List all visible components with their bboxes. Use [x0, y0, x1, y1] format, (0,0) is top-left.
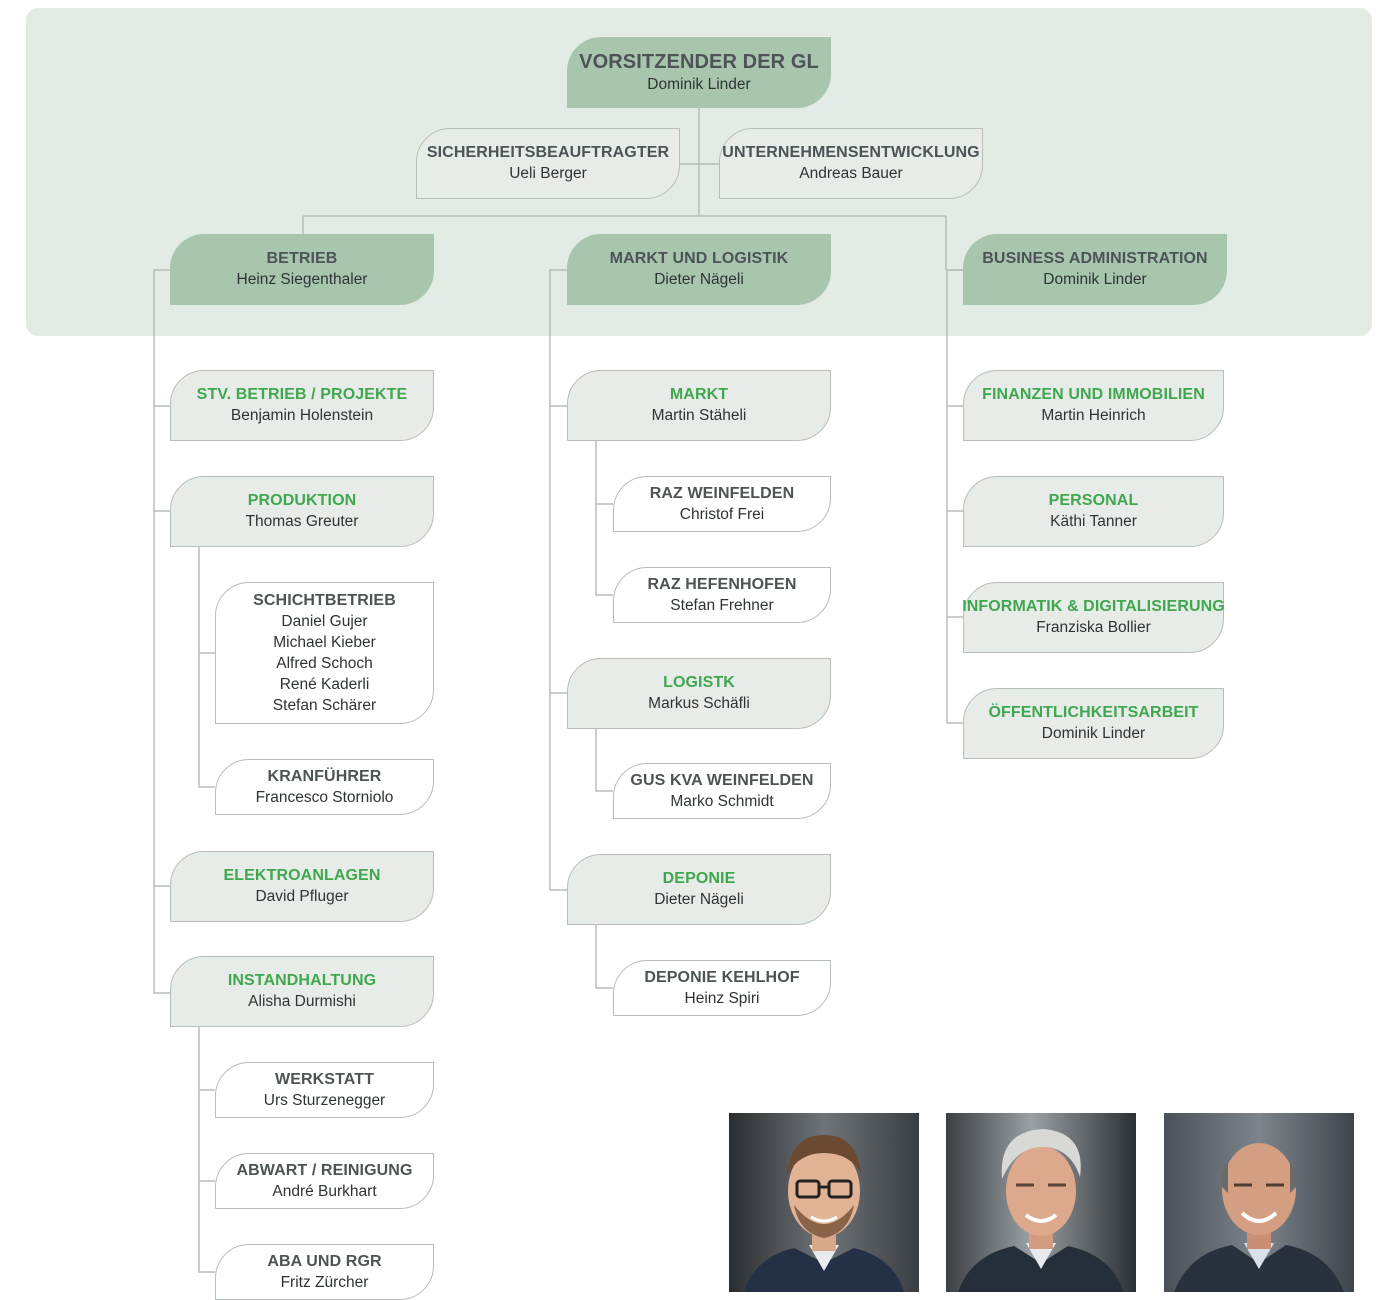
portrait-photo-2	[946, 1113, 1136, 1292]
unit-name: Thomas Greuter	[245, 513, 359, 530]
schicht-box: SCHICHTBETRIEB Daniel Gujer Michael Kieb…	[215, 582, 434, 724]
safety-officer-box: SICHERHEITSBEAUFTRAGTER Ueli Berger	[416, 128, 680, 199]
portrait-photo-3	[1164, 1113, 1354, 1292]
team-member: Urs Sturzenegger	[263, 1091, 386, 1109]
team-title: GUS KVA WEINFELDEN	[630, 771, 814, 789]
unit-name: Martin Stäheli	[651, 407, 747, 424]
team-title: RAZ HEFENHOFEN	[647, 575, 797, 593]
unit-title: PRODUKTION	[247, 492, 357, 509]
deponie-box: DEPONIE Dieter Nägeli	[567, 854, 831, 925]
division-admin-box: BUSINESS ADMINISTRATION Dominik Linder	[963, 234, 1227, 305]
instand-box: INSTANDHALTUNG Alisha Durmishi	[170, 956, 434, 1027]
team-member: Michael Kieber	[273, 633, 376, 651]
division-title: MARKT UND LOGISTIK	[609, 250, 789, 267]
gus-box: GUS KVA WEINFELDEN Marko Schmidt	[613, 763, 831, 819]
personal-box: PERSONAL Käthi Tanner	[963, 476, 1224, 547]
unit-title: INFORMATIK & DIGITALISIERUNG	[962, 598, 1225, 615]
werkstatt-box: WERKSTATT Urs Sturzenegger	[215, 1062, 434, 1118]
informatik-box: INFORMATIK & DIGITALISIERUNG Franziska B…	[962, 582, 1225, 653]
unit-name: Dieter Nägeli	[654, 891, 744, 908]
division-name: Dieter Nägeli	[654, 271, 744, 288]
portrait-photo-1	[729, 1113, 919, 1292]
unit-title: STV. BETRIEB / PROJEKTE	[196, 386, 408, 403]
team-member: Marko Schmidt	[670, 792, 774, 810]
team-title: SCHICHTBETRIEB	[253, 591, 396, 609]
team-title: ABWART / REINIGUNG	[236, 1161, 413, 1179]
unit-name: Martin Heinrich	[1041, 407, 1146, 424]
safety-officer-title: SICHERHEITSBEAUFTRAGTER	[426, 144, 670, 161]
team-member: André Burkhart	[272, 1182, 377, 1200]
aba-box: ABA UND RGR Fritz Zürcher	[215, 1244, 434, 1300]
team-member: Fritz Zürcher	[280, 1273, 369, 1291]
team-member: Daniel Gujer	[281, 612, 368, 630]
team-member: Christof Frei	[679, 505, 765, 523]
team-member: Stefan Frehner	[670, 596, 774, 614]
chair-title: VORSITZENDER DER GL	[579, 51, 819, 73]
unit-title: INSTANDHALTUNG	[227, 972, 377, 989]
development-name: Andreas Bauer	[799, 165, 903, 182]
unit-name: Käthi Tanner	[1050, 513, 1137, 530]
development-box: UNTERNEHMENSENTWICKLUNG Andreas Bauer	[719, 128, 983, 199]
team-member: Heinz Spiri	[684, 989, 760, 1007]
unit-name: Markus Schäfli	[648, 695, 750, 712]
oeffentlich-box: ÖFFENTLICHKEITSARBEIT Dominik Linder	[963, 688, 1224, 759]
stv-box: STV. BETRIEB / PROJEKTE Benjamin Holenst…	[170, 370, 434, 441]
division-title: BUSINESS ADMINISTRATION	[982, 250, 1208, 267]
unit-title: MARKT	[669, 386, 729, 403]
unit-title: FINANZEN UND IMMOBILIEN	[982, 386, 1205, 403]
unit-title: PERSONAL	[1048, 492, 1139, 509]
logistik-box: LOGISTK Markus Schäfli	[567, 658, 831, 729]
chair-box: VORSITZENDER DER GL Dominik Linder	[567, 37, 831, 108]
division-title: BETRIEB	[266, 250, 338, 267]
unit-name: David Pfluger	[255, 888, 349, 905]
team-member: Francesco Storniolo	[255, 788, 394, 806]
kran-box: KRANFÜHRER Francesco Storniolo	[215, 759, 434, 815]
markt-box: MARKT Martin Stäheli	[567, 370, 831, 441]
unit-name: Dominik Linder	[1041, 725, 1146, 742]
unit-title: ELEKTROANLAGEN	[223, 867, 381, 884]
unit-name: Franziska Bollier	[1036, 619, 1151, 636]
team-title: ABA UND RGR	[267, 1252, 382, 1270]
unit-title: DEPONIE	[662, 870, 736, 887]
kehlhof-box: DEPONIE KEHLHOF Heinz Spiri	[613, 960, 831, 1016]
raz-hefenhofen-box: RAZ HEFENHOFEN Stefan Frehner	[613, 567, 831, 623]
division-markt-box: MARKT UND LOGISTIK Dieter Nägeli	[567, 234, 831, 305]
team-title: WERKSTATT	[275, 1070, 374, 1088]
elektro-box: ELEKTROANLAGEN David Pfluger	[170, 851, 434, 922]
team-member: René Kaderli	[279, 675, 370, 693]
safety-officer-name: Ueli Berger	[509, 165, 587, 182]
division-name: Heinz Siegenthaler	[236, 271, 368, 288]
unit-name: Benjamin Holenstein	[230, 407, 374, 424]
chair-name: Dominik Linder	[647, 76, 751, 93]
unit-title: ÖFFENTLICHKEITSARBEIT	[988, 704, 1199, 721]
division-betrieb-box: BETRIEB Heinz Siegenthaler	[170, 234, 434, 305]
unit-name: Alisha Durmishi	[248, 993, 356, 1010]
finanzen-box: FINANZEN UND IMMOBILIEN Martin Heinrich	[963, 370, 1224, 441]
development-title: UNTERNEHMENSENTWICKLUNG	[722, 144, 980, 161]
raz-weinfelden-box: RAZ WEINFELDEN Christof Frei	[613, 476, 831, 532]
team-member: Stefan Schärer	[272, 696, 377, 714]
team-title: KRANFÜHRER	[267, 767, 382, 785]
abwart-box: ABWART / REINIGUNG André Burkhart	[215, 1153, 434, 1209]
produktion-box: PRODUKTION Thomas Greuter	[170, 476, 434, 547]
unit-title: LOGISTK	[663, 674, 735, 691]
division-name: Dominik Linder	[1043, 271, 1147, 288]
team-title: RAZ WEINFELDEN	[649, 484, 795, 502]
team-title: DEPONIE KEHLHOF	[644, 968, 800, 986]
team-member: Alfred Schoch	[276, 654, 373, 672]
